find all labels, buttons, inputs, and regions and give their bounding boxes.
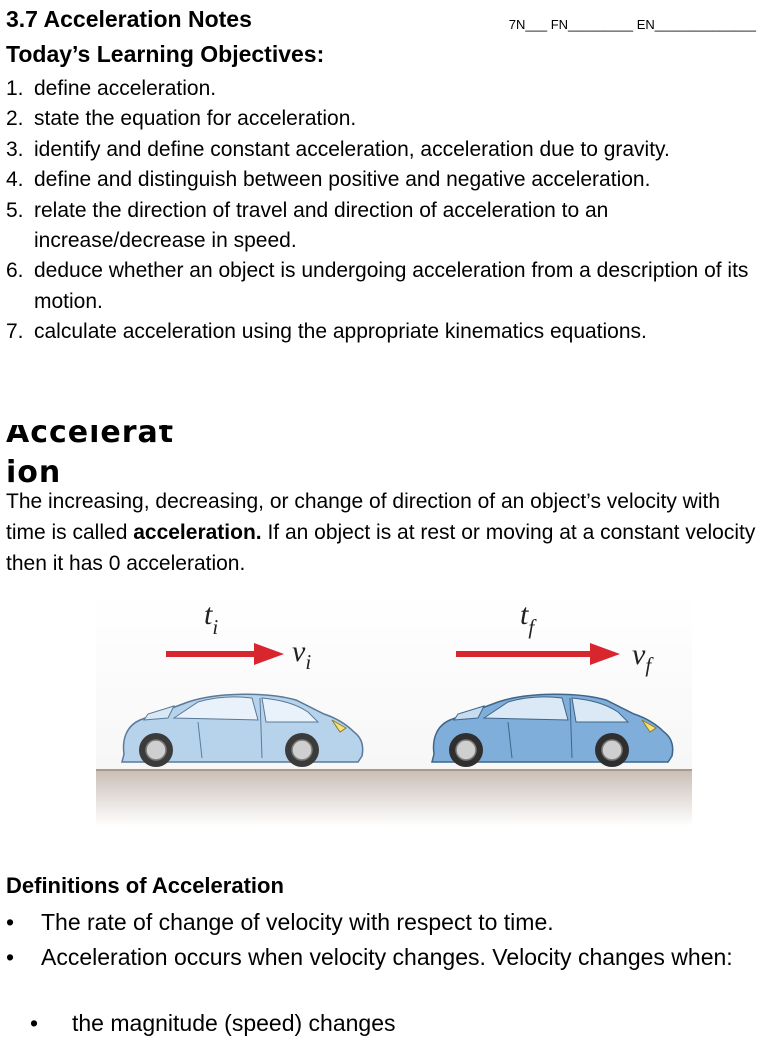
objective-text: identify and define constant acceleratio… bbox=[34, 137, 670, 161]
objective-text: relate the direction of travel and direc… bbox=[34, 198, 609, 253]
section-title: Accelerat ion bbox=[6, 425, 206, 491]
objective-item: 4. define and distinguish between positiv… bbox=[6, 165, 762, 195]
objectives-list: 1. define acceleration. 2. state the equat… bbox=[6, 74, 762, 348]
section-title-line1-clip: Accelerat bbox=[6, 425, 206, 453]
ground bbox=[96, 770, 692, 826]
section-title-line1: Accelerat bbox=[6, 425, 175, 450]
arrow-vi bbox=[166, 643, 284, 665]
objective-item: 1. define acceleration. bbox=[6, 74, 762, 104]
name-fields: 7N___ FN_________ EN______________ bbox=[508, 17, 756, 32]
objective-item: 6. deduce whether an object is undergoing… bbox=[6, 256, 762, 317]
objective-text: define and distinguish between positive … bbox=[34, 168, 651, 192]
objectives-heading: Today’s Learning Objectives: bbox=[6, 41, 325, 67]
objective-number: 3. bbox=[6, 137, 24, 161]
objective-item: 7. calculate acceleration using the appro… bbox=[6, 317, 762, 347]
definitions-list: • The rate of change of velocity with res… bbox=[6, 905, 766, 975]
objective-number: 2. bbox=[6, 107, 24, 131]
label-ti: ti bbox=[204, 598, 218, 639]
definitions-heading: Definitions of Acceleration bbox=[6, 873, 284, 898]
bullet: • bbox=[6, 909, 15, 935]
label-vf: vf bbox=[632, 638, 654, 677]
objective-text: calculate acceleration using the appropr… bbox=[34, 320, 647, 344]
objective-number: 7. bbox=[6, 320, 24, 344]
intro-text-end: If an object is at rest or moving at a c… bbox=[6, 521, 756, 575]
objective-number: 1. bbox=[6, 77, 24, 100]
objective-item: 2. state the equation for acceleration. bbox=[6, 104, 762, 134]
definition-item: • Acceleration occurs when velocity chang… bbox=[6, 940, 766, 975]
label-vi: vi bbox=[292, 635, 311, 674]
sub-bullet: • bbox=[30, 1010, 39, 1036]
definition-item: • The rate of change of velocity with res… bbox=[6, 905, 766, 940]
objective-text: state the equation for acceleration. bbox=[34, 107, 357, 131]
bullet: • bbox=[6, 944, 15, 970]
objective-number: 4. bbox=[6, 168, 24, 192]
car-initial bbox=[121, 693, 364, 767]
definition-text: The rate of change of velocity with resp… bbox=[41, 909, 554, 935]
acceleration-intro: The increasing, decreasing, or change of… bbox=[6, 486, 764, 579]
objective-item: 3. identify and define constant accelerat… bbox=[6, 135, 762, 165]
document-title: 3.7 Acceleration Notes bbox=[6, 6, 252, 32]
objective-number: 6. bbox=[6, 259, 24, 283]
car-final bbox=[431, 693, 674, 767]
label-tf: tf bbox=[520, 598, 537, 639]
sub-definition-text: the magnitude (speed) changes bbox=[72, 1010, 396, 1036]
objective-text: define acceleration. bbox=[34, 77, 217, 100]
intro-text-start: The increasing, decreasing, or change of… bbox=[6, 490, 721, 544]
arrow-vf bbox=[456, 643, 620, 665]
intro-bold-term: acceleration. bbox=[133, 521, 262, 544]
section-title-line2: ion bbox=[6, 455, 62, 490]
definition-text: Acceleration occurs when velocity change… bbox=[41, 944, 733, 970]
header: 3.7 Acceleration Notes 7N___ FN_________… bbox=[6, 6, 762, 38]
objective-number: 5. bbox=[6, 198, 24, 222]
objective-text: deduce whether an object is undergoing a… bbox=[34, 259, 749, 313]
two-cars-figure: ti vi tf vf bbox=[96, 594, 692, 826]
objective-item: 5. relate the direction of travel and dir… bbox=[6, 196, 762, 257]
